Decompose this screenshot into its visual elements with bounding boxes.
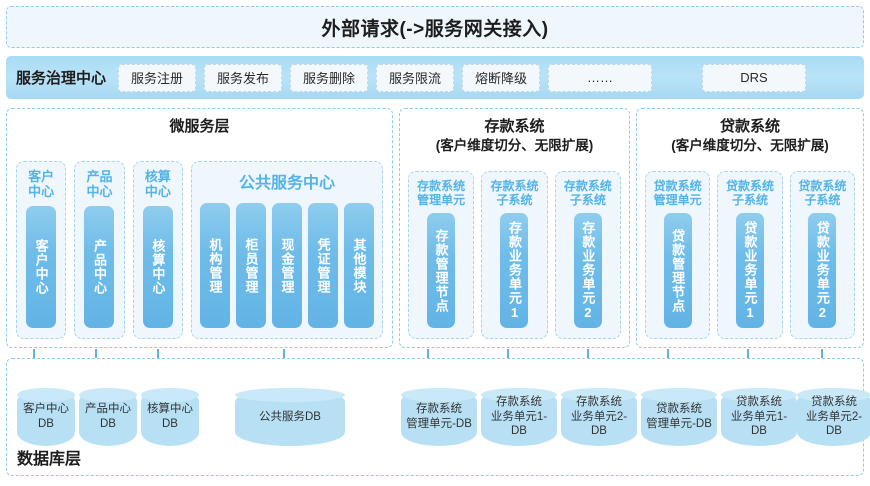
loan-system-panel: 贷款系统 (客户维度切分、无限扩展) 贷款系统 管理单元 贷款管理节点 贷款系统… xyxy=(636,108,864,348)
loan-unit-management-modules: 贷款管理节点 xyxy=(663,213,692,328)
module-loan-business-unit-1[interactable]: 贷款业务单元1 xyxy=(735,213,764,328)
module-deposit-management-node[interactable]: 存款管理节点 xyxy=(427,213,456,328)
database-cylinder[interactable]: 存款系统 管理单元-DB xyxy=(401,388,477,446)
module-deposit-business-unit-2[interactable]: 存款业务单元2 xyxy=(573,213,602,328)
database-cylinder-label: 存款系统 管理单元-DB xyxy=(406,403,472,430)
module-voucher-management[interactable]: 凭证管理 xyxy=(307,203,338,328)
gov-chip-service-delete[interactable]: 服务删除 xyxy=(290,63,369,92)
database-cylinder[interactable]: 核算中心 DB xyxy=(141,388,199,446)
database-cylinder-label: 贷款系统 管理单元-DB xyxy=(646,403,712,430)
deposit-subsystem-1-title: 存款系统 子系统 xyxy=(490,179,539,208)
center-card-product-modules: 产品中心 xyxy=(84,205,115,328)
database-cylinder-label: 存款系统 业务单元2-DB xyxy=(570,395,628,438)
external-request-label: 外部请求(->服务网关接入) xyxy=(321,18,549,40)
module-cash-management[interactable]: 现金管理 xyxy=(271,203,302,328)
module-other-modules[interactable]: 其他模块 xyxy=(343,203,374,328)
public-service-modules: 机构管理 柜员管理 现金管理 凭证管理 其他模块 xyxy=(199,203,374,328)
deposit-unit-management[interactable]: 存款系统 管理单元 存款管理节点 xyxy=(408,171,475,339)
microservice-layer-panel: 微服务层 客户 中心 客户中心 产品 中心 产品中心 核算 中心 核算中心 xyxy=(6,108,393,348)
gov-chip-more[interactable]: …… xyxy=(548,63,653,92)
gov-chip-circuit-breaker[interactable]: 熔断降级 xyxy=(462,63,541,92)
database-cylinder[interactable]: 贷款系统 业务单元1-DB xyxy=(721,388,797,446)
loan-subsystem-1-title: 贷款系统 子系统 xyxy=(725,179,774,208)
gov-chip-service-ratelimit[interactable]: 服务限流 xyxy=(376,63,455,92)
module-customer-center[interactable]: 客户中心 xyxy=(26,205,57,328)
deposit-subsystem-1[interactable]: 存款系统 子系统 存款业务单元1 xyxy=(481,171,548,339)
database-layer-label: 数据库层 xyxy=(17,451,82,468)
database-cylinder-label: 贷款系统 业务单元2-DB xyxy=(805,395,863,438)
database-cylinder[interactable]: 贷款系统 管理单元-DB xyxy=(641,388,717,446)
deposit-subsystem-2[interactable]: 存款系统 子系统 存款业务单元2 xyxy=(554,171,621,339)
deposit-unit-management-title: 存款系统 管理单元 xyxy=(417,179,466,208)
deposit-subsystem-1-modules: 存款业务单元1 xyxy=(500,213,529,328)
center-card-product-title: 产品 中心 xyxy=(86,169,113,200)
database-cylinder[interactable]: 客户中心 DB xyxy=(17,388,75,446)
database-cylinder-label: 公共服务DB xyxy=(259,410,321,423)
database-cylinder-label: 产品中心 DB xyxy=(85,403,131,430)
service-governance-bar: 服务治理中心 服务注册 服务发布 服务删除 服务限流 熔断降级 …… DRS xyxy=(6,56,864,99)
service-governance-title: 服务治理中心 xyxy=(16,70,107,87)
deposit-system-panel: 存款系统 (客户维度切分、无限扩展) 存款系统 管理单元 存款管理节点 存款系统… xyxy=(399,108,630,348)
module-loan-management-node[interactable]: 贷款管理节点 xyxy=(663,213,692,328)
loan-system-subtitle: (客户维度切分、无限扩展) xyxy=(671,138,829,154)
loan-subsystem-2[interactable]: 贷款系统 子系统 贷款业务单元2 xyxy=(789,171,855,339)
center-card-accounting-modules: 核算中心 xyxy=(142,205,173,328)
loan-subsystem-1-modules: 贷款业务单元1 xyxy=(735,213,764,328)
database-cylinder[interactable]: 产品中心 DB xyxy=(79,388,137,446)
loan-subsystem-1[interactable]: 贷款系统 子系统 贷款业务单元1 xyxy=(717,171,783,339)
database-cylinder[interactable]: 公共服务DB xyxy=(235,388,345,446)
public-service-center-card[interactable]: 公共服务中心 机构管理 柜员管理 现金管理 凭证管理 其他模块 xyxy=(190,161,383,339)
database-cylinder-label: 客户中心 DB xyxy=(23,403,69,430)
microservice-layer-title: 微服务层 xyxy=(169,118,230,135)
module-product-center[interactable]: 产品中心 xyxy=(84,205,115,328)
gov-chip-service-publish[interactable]: 服务发布 xyxy=(204,63,283,92)
center-card-product[interactable]: 产品 中心 产品中心 xyxy=(74,161,125,339)
module-deposit-business-unit-1[interactable]: 存款业务单元1 xyxy=(500,213,529,328)
center-card-accounting[interactable]: 核算 中心 核算中心 xyxy=(132,161,183,339)
loan-unit-management[interactable]: 贷款系统 管理单元 贷款管理节点 xyxy=(645,171,711,339)
deposit-unit-management-modules: 存款管理节点 xyxy=(427,213,456,328)
database-layer-panel: 客户中心 DB 产品中心 DB 核算中心 DB 公共服务DB 存款系统 管理单元-DB 存… xyxy=(6,358,870,476)
database-cylinder[interactable]: 存款系统 业务单元1-DB xyxy=(481,388,557,446)
public-service-center-title: 公共服务中心 xyxy=(238,175,335,192)
loan-subsystem-2-modules: 贷款业务单元2 xyxy=(808,213,837,328)
deposit-system-title-text: 存款系统 xyxy=(484,118,545,135)
database-cylinder-label: 贷款系统 业务单元1-DB xyxy=(730,395,788,438)
center-card-customer[interactable]: 客户 中心 客户中心 xyxy=(16,161,67,339)
external-request-banner: 外部请求(->服务网关接入) xyxy=(6,6,864,48)
module-org-management[interactable]: 机构管理 xyxy=(199,203,230,328)
gov-chip-service-register[interactable]: 服务注册 xyxy=(118,63,197,92)
loan-system-title-text: 贷款系统 xyxy=(719,118,780,135)
center-card-accounting-title: 核算 中心 xyxy=(144,169,171,200)
loan-unit-management-title: 贷款系统 管理单元 xyxy=(653,179,702,208)
deposit-subsystem-2-title: 存款系统 子系统 xyxy=(563,179,612,208)
deposit-system-subtitle: (客户维度切分、无限扩展) xyxy=(435,138,594,154)
database-cylinder[interactable]: 贷款系统 业务单元2-DB xyxy=(797,388,870,446)
module-accounting-center[interactable]: 核算中心 xyxy=(142,205,173,328)
gov-chip-drs[interactable]: DRS xyxy=(702,63,807,92)
database-cylinder-label: 核算中心 DB xyxy=(147,403,193,430)
center-card-customer-modules: 客户中心 xyxy=(26,205,57,328)
deposit-system-title: 存款系统 (客户维度切分、无限扩展) xyxy=(400,117,629,155)
loan-subsystem-2-title: 贷款系统 子系统 xyxy=(798,179,847,208)
database-cylinder-label: 存款系统 业务单元1-DB xyxy=(490,395,548,438)
loan-system-title: 贷款系统 (客户维度切分、无限扩展) xyxy=(637,117,863,155)
center-card-customer-title: 客户 中心 xyxy=(28,169,55,200)
module-teller-management[interactable]: 柜员管理 xyxy=(235,203,266,328)
module-loan-business-unit-2[interactable]: 贷款业务单元2 xyxy=(808,213,837,328)
deposit-subsystem-2-modules: 存款业务单元2 xyxy=(573,213,602,328)
database-cylinder[interactable]: 存款系统 业务单元2-DB xyxy=(561,388,637,446)
